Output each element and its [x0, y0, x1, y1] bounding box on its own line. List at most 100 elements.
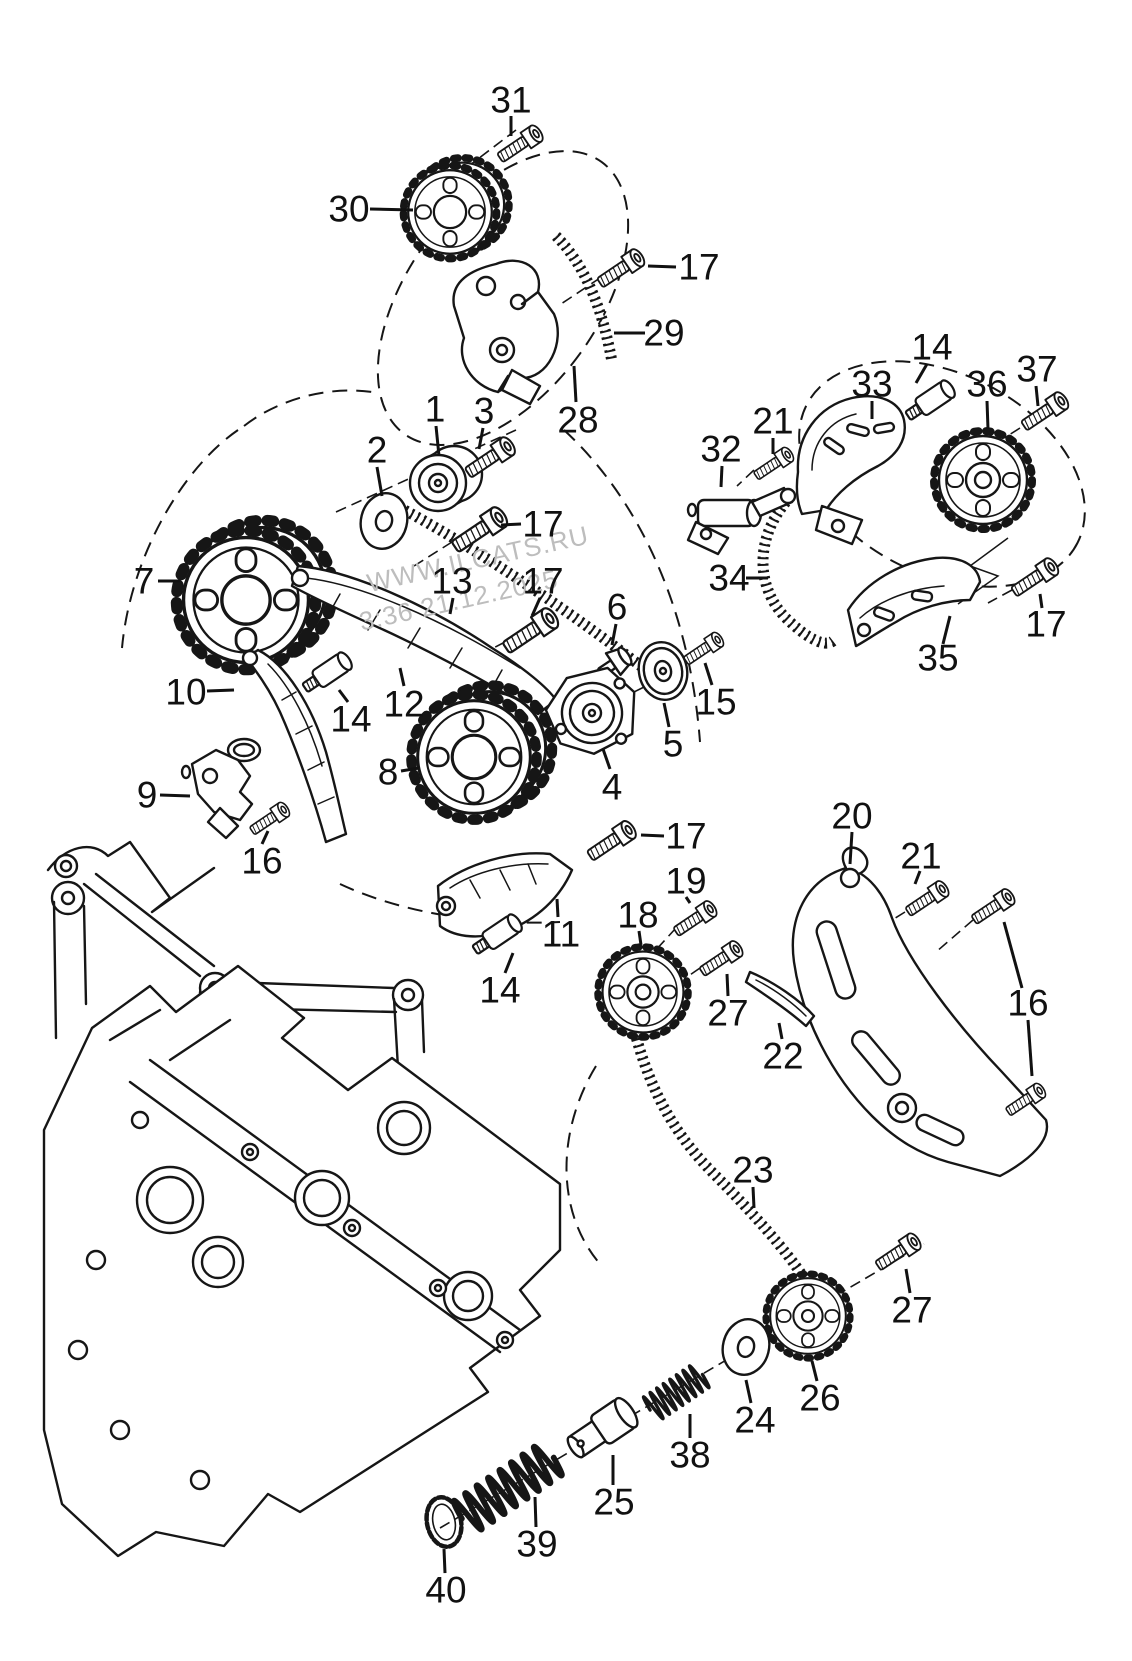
callout-8: 8: [378, 752, 420, 793]
chain-34: [760, 500, 835, 646]
callout-15: 15: [695, 662, 737, 723]
callout-10: 10: [165, 672, 235, 713]
svg-text:19: 19: [665, 861, 706, 902]
callout-26: 26: [799, 1360, 841, 1419]
svg-text:22: 22: [762, 1036, 803, 1077]
callout-40: 40: [425, 1548, 467, 1611]
svg-text:21: 21: [900, 836, 941, 877]
callout-28: 28: [557, 365, 599, 441]
chain-guide-frame-20: [791, 846, 1049, 1178]
callout-39: 39: [516, 1496, 558, 1565]
bolt-31: [493, 122, 547, 167]
callout-6: 6: [607, 587, 627, 646]
callout-17: 17: [647, 247, 720, 288]
bolt-27-lower: [871, 1230, 925, 1275]
callout-4: 4: [601, 748, 623, 808]
svg-text:26: 26: [799, 1378, 840, 1419]
callout-19: 19: [665, 861, 707, 904]
callout-9: 9: [137, 775, 191, 816]
callout-24: 24: [734, 1379, 776, 1441]
guide-rail-10: [241, 648, 348, 844]
svg-text:15: 15: [695, 682, 736, 723]
callout-17: 17: [500, 504, 564, 545]
assembly-left: [176, 433, 563, 844]
svg-text:37: 37: [1016, 349, 1057, 390]
callout-25: 25: [593, 1455, 635, 1523]
guide-rail-12: [290, 564, 558, 716]
svg-text:39: 39: [516, 1524, 557, 1565]
bolt-17-right: [1007, 554, 1063, 602]
svg-text:17: 17: [678, 247, 719, 288]
camshaft-sprocket-8: [411, 685, 552, 819]
callout-29: 29: [614, 313, 685, 354]
svg-text:14: 14: [911, 327, 952, 368]
svg-text:4: 4: [602, 767, 623, 808]
svg-text:33: 33: [851, 364, 892, 405]
bolt-21-frame: [902, 877, 953, 921]
sprocket-26: [766, 1274, 850, 1358]
callout-7: 7: [134, 561, 180, 602]
callout-14: 14: [330, 689, 372, 740]
svg-text:17: 17: [665, 816, 706, 857]
svg-text:28: 28: [557, 400, 598, 441]
svg-text:17: 17: [522, 561, 563, 602]
callout-23: 23: [732, 1150, 774, 1209]
assembly-frame: [744, 846, 1049, 1178]
svg-text:29: 29: [643, 313, 684, 354]
cover-cap-5: [637, 640, 689, 702]
svg-text:14: 14: [330, 699, 371, 740]
svg-text:17: 17: [1025, 604, 1066, 645]
chain-tensioner-32: [686, 486, 797, 556]
svg-text:32: 32: [700, 429, 741, 470]
svg-text:13: 13: [431, 561, 472, 602]
tensioner-28: [452, 259, 559, 406]
callout-17: 17: [1025, 593, 1067, 645]
callout-18: 18: [617, 895, 659, 946]
svg-text:10: 10: [165, 672, 206, 713]
callout-14: 14: [479, 952, 521, 1011]
svg-text:30: 30: [328, 189, 369, 230]
svg-text:36: 36: [966, 364, 1007, 405]
diagram-artwork: [42, 122, 1086, 1558]
svg-text:24: 24: [734, 1400, 775, 1441]
svg-text:17: 17: [522, 504, 563, 545]
callout-17: 17: [522, 561, 564, 617]
svg-text:38: 38: [669, 1435, 710, 1476]
tensioner-rail-33: [795, 395, 906, 546]
chain-23: [627, 1011, 807, 1280]
chain-tensioner-9: [180, 737, 262, 840]
callout-38: 38: [669, 1414, 711, 1476]
callout-37: 37: [1016, 349, 1058, 407]
svg-text:34: 34: [708, 558, 749, 599]
guide-rail-11: [435, 852, 574, 938]
callout-12: 12: [383, 667, 425, 725]
sprocket-18: [598, 947, 688, 1037]
bearing-housing-4: [544, 666, 636, 755]
guide-rail-35: [846, 556, 982, 648]
assembly-top: [403, 122, 649, 406]
idler-roller-1: [408, 444, 484, 513]
callout-2: 2: [367, 430, 387, 497]
svg-text:27: 27: [707, 993, 748, 1034]
bolt-27-upper: [696, 937, 747, 981]
svg-text:12: 12: [383, 684, 424, 725]
callout-21: 21: [900, 836, 942, 885]
callout-14: 14: [911, 327, 953, 384]
callout-21: 21: [752, 401, 794, 454]
callout-20: 20: [831, 796, 873, 865]
callout-16: 16: [1002, 921, 1049, 1077]
svg-text:8: 8: [378, 752, 399, 793]
callout-5: 5: [662, 702, 683, 765]
pin-14-right: [901, 376, 959, 426]
assembly-center: [435, 629, 747, 1037]
callout-22: 22: [762, 1022, 804, 1077]
callout-17: 17: [640, 816, 707, 857]
plunger-25: [566, 1396, 639, 1459]
bolt-15: [680, 629, 727, 669]
construction-ellipse-right: [798, 360, 1086, 588]
bolt-17-top: [593, 245, 649, 293]
svg-text:23: 23: [732, 1150, 773, 1191]
svg-text:27: 27: [891, 1290, 932, 1331]
